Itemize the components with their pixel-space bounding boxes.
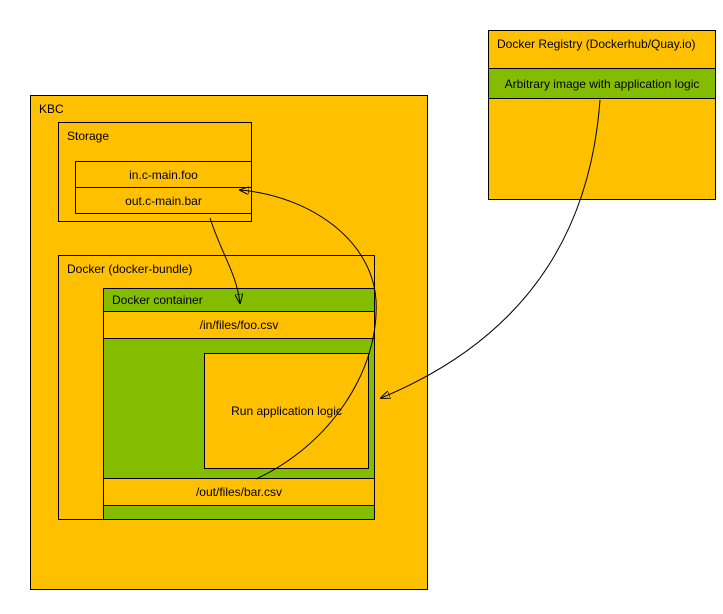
docker-container-footer-strip [104, 506, 374, 519]
storage-row-in: in.c-main.foo [75, 161, 252, 188]
in-file-row: /in/files/foo.csv [104, 311, 374, 339]
kbc-box: KBC Storage in.c-main.foo out.c-main.bar… [30, 95, 428, 590]
docker-container-title: Docker container [104, 289, 374, 311]
docker-registry-title: Docker Registry (Dockerhub/Quay.io) [497, 37, 696, 51]
docker-container-box: Docker container /in/files/foo.csv Run a… [103, 288, 375, 520]
registry-image-label: Arbitrary image with application logic [504, 76, 700, 91]
in-file-label: /in/files/foo.csv [199, 318, 279, 332]
out-file-label: /out/files/bar.csv [195, 485, 283, 499]
docker-bundle-box: Docker (docker-bundle) Docker container … [58, 255, 375, 520]
storage-row-out-label: out.c-main.bar [125, 193, 202, 208]
registry-image-strip: Arbitrary image with application logic [488, 68, 716, 99]
storage-rows: in.c-main.foo out.c-main.bar [75, 161, 252, 214]
docker-registry-box: Docker Registry (Dockerhub/Quay.io) Arbi… [488, 30, 716, 200]
run-application-logic-label: Run application logic [231, 404, 342, 418]
docker-bundle-title: Docker (docker-bundle) [67, 262, 193, 276]
out-file-row: /out/files/bar.csv [104, 478, 374, 506]
storage-row-out: out.c-main.bar [75, 187, 252, 214]
docker-container-body: Run application logic [104, 339, 374, 478]
run-application-logic-box: Run application logic [204, 353, 369, 469]
kbc-title: KBC [39, 102, 64, 116]
storage-box: Storage in.c-main.foo out.c-main.bar [58, 122, 252, 222]
storage-row-in-label: in.c-main.foo [129, 167, 198, 182]
storage-title: Storage [67, 129, 110, 143]
